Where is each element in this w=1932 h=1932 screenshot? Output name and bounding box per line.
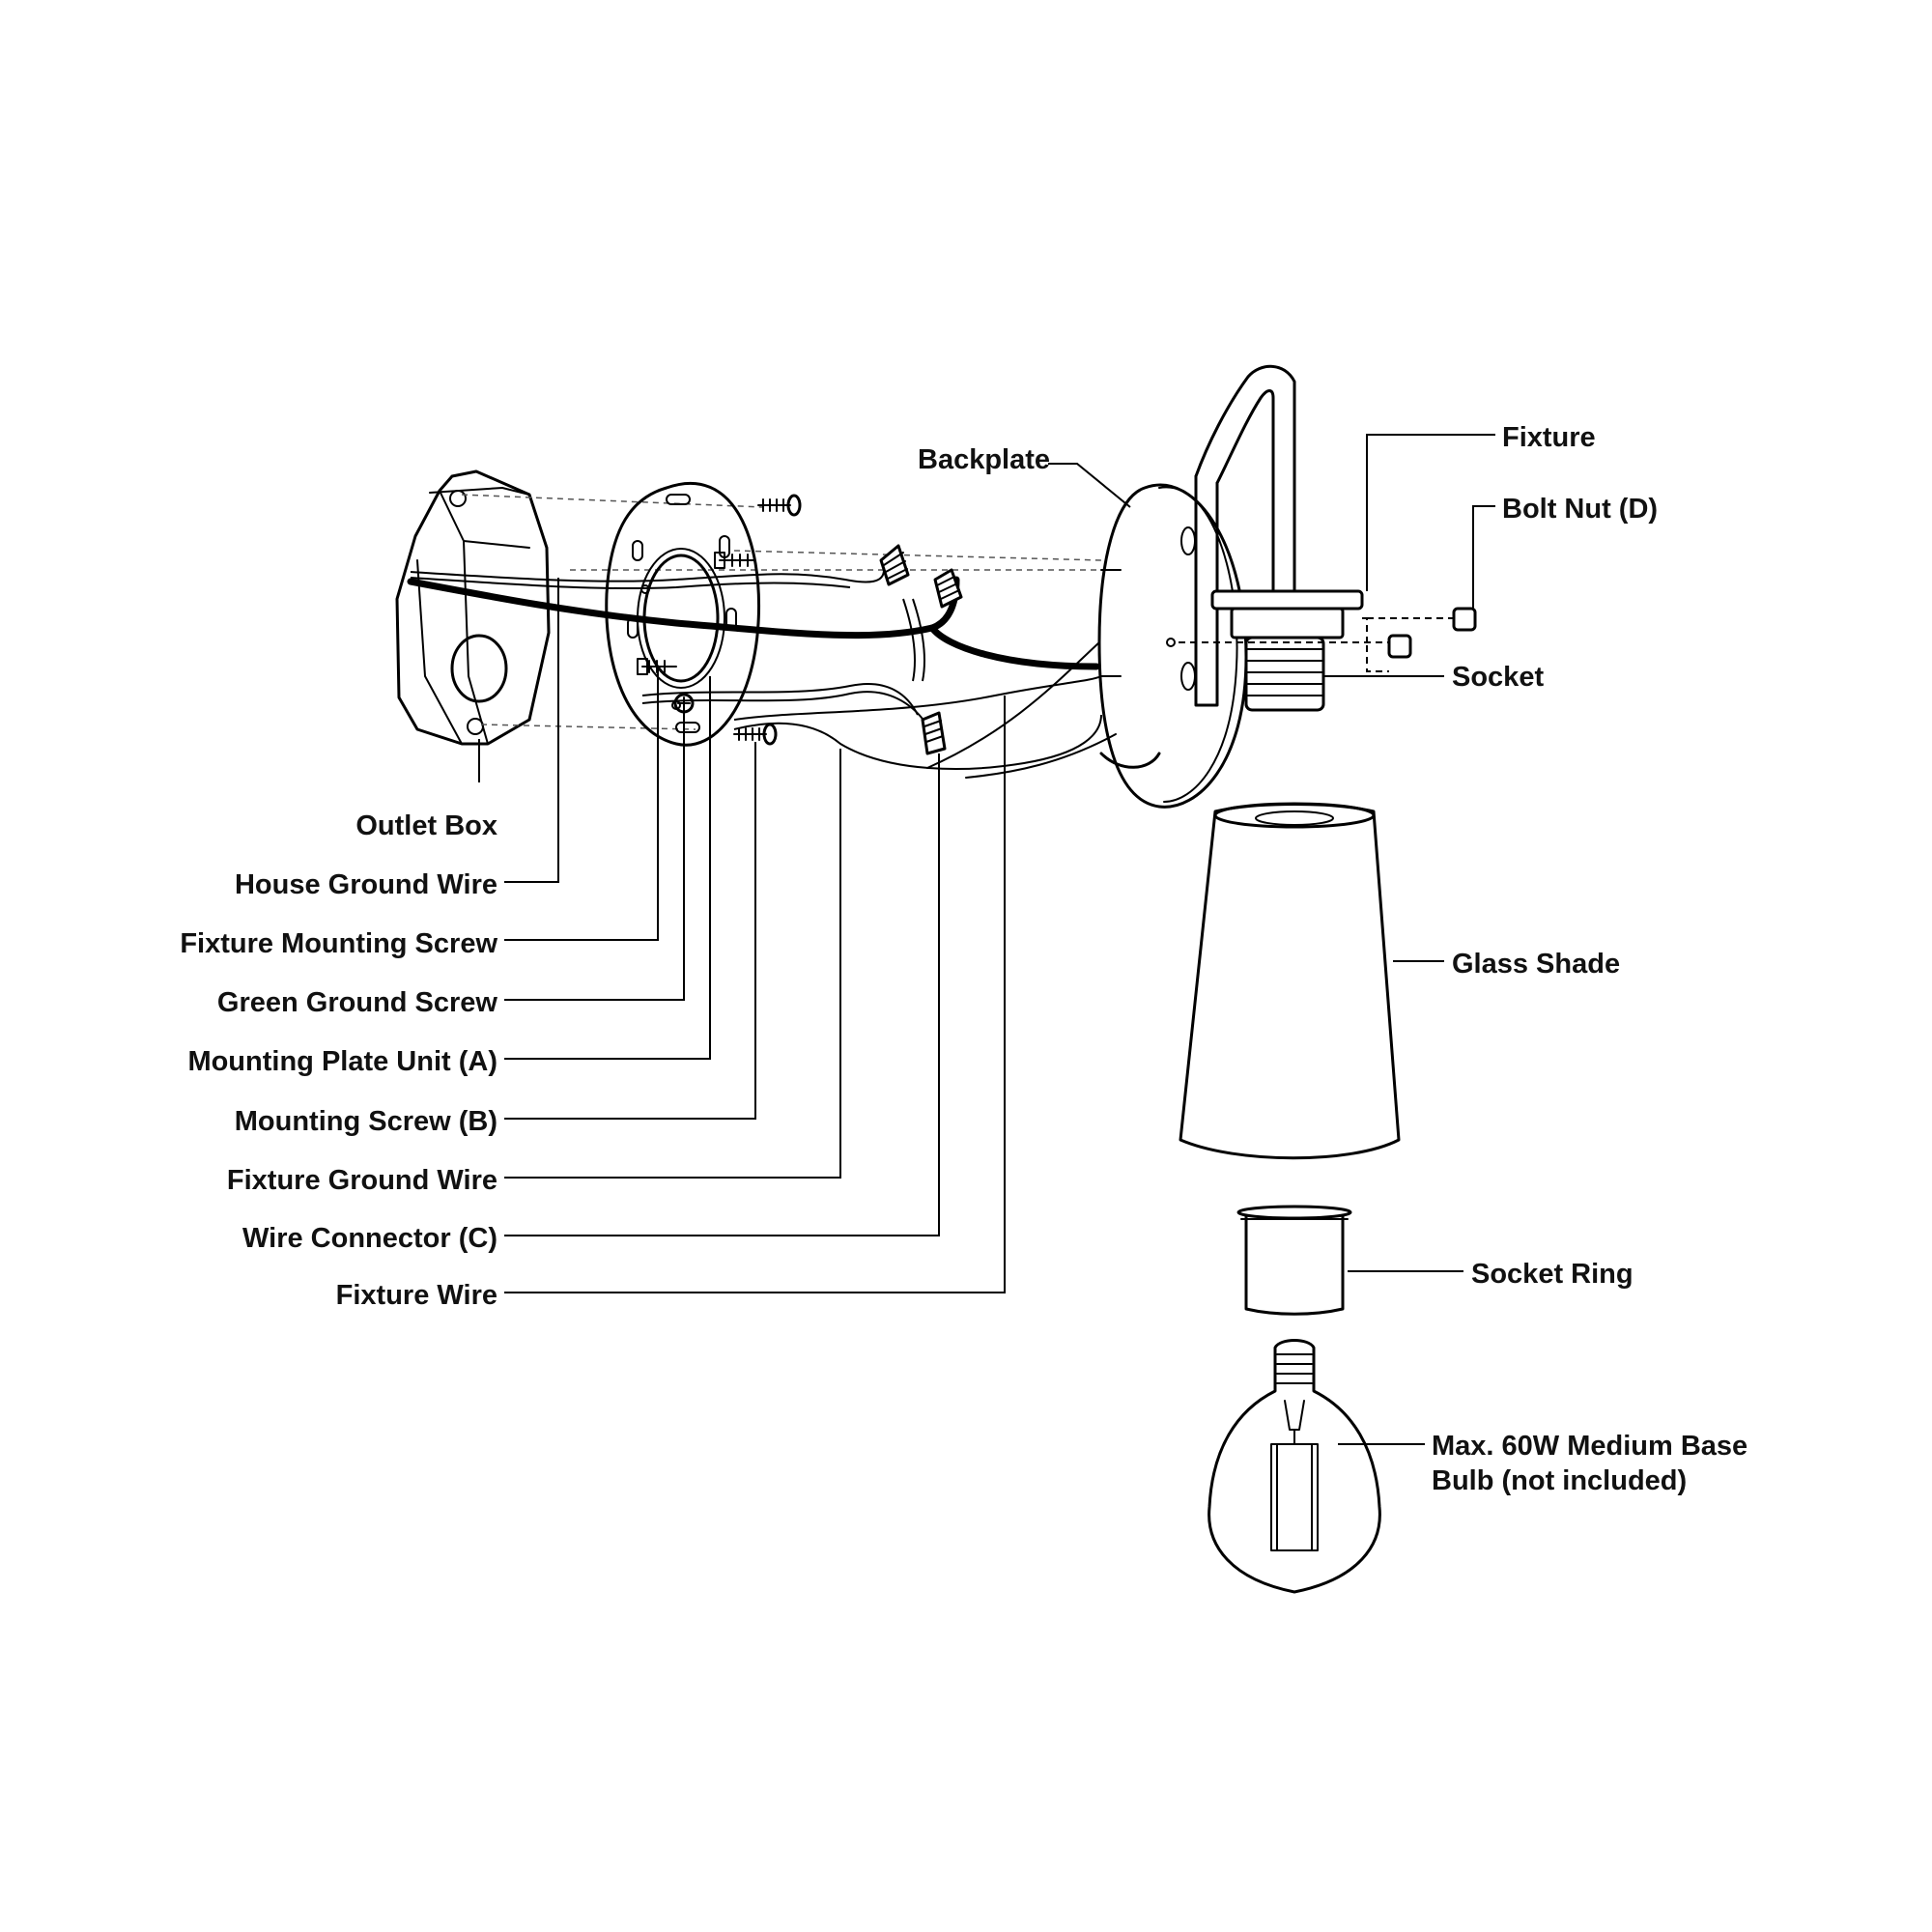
alignment-line-bottom [480,724,696,730]
label-wire-connector: Wire Connector (C) [242,1223,497,1254]
labels: Backplate Fixture Bolt Nut (D) Socket Gl… [180,422,1747,1496]
label-mounting-plate-unit: Mounting Plate Unit (A) [187,1046,497,1077]
label-glass-shade: Glass Shade [1452,949,1620,980]
backplate-icon [926,483,1248,809]
label-fixture-ground-wire: Fixture Ground Wire [227,1165,497,1196]
label-mounting-screw: Mounting Screw (B) [235,1106,497,1137]
socket-icon [1179,636,1389,712]
mounting-plate-icon [605,481,761,747]
wires [407,569,1102,770]
label-house-ground-wire: House Ground Wire [235,869,497,900]
bolt-nut-icon [1362,607,1477,672]
label-fixture-wire: Fixture Wire [336,1280,497,1311]
label-backplate: Backplate [918,444,1050,475]
label-fixture: Fixture [1502,422,1596,453]
bulb-icon [1208,1339,1381,1594]
label-outlet-box: Outlet Box [355,810,497,841]
label-bulb-line1: Max. 60W Medium Base [1432,1431,1747,1462]
alignment-line-top [461,494,764,508]
label-bulb-line2: Bulb (not included) [1432,1465,1687,1496]
label-fixture-mounting-screw: Fixture Mounting Screw [180,928,497,959]
leader-lines [478,434,1495,1445]
screw-icon [637,552,754,714]
screw-icon [733,494,802,746]
fixture-arm-icon [1194,364,1364,707]
label-bolt-nut: Bolt Nut (D) [1502,494,1658,525]
label-socket: Socket [1452,662,1544,693]
wire-connector-icon [879,544,963,755]
alignment-line-plate [733,550,1102,561]
label-green-ground-screw: Green Ground Screw [217,987,498,1018]
outlet-box-icon [395,469,551,746]
glass-shade-icon [1179,802,1401,1160]
socket-ring-icon [1236,1205,1352,1316]
label-socket-ring: Socket Ring [1471,1259,1634,1290]
